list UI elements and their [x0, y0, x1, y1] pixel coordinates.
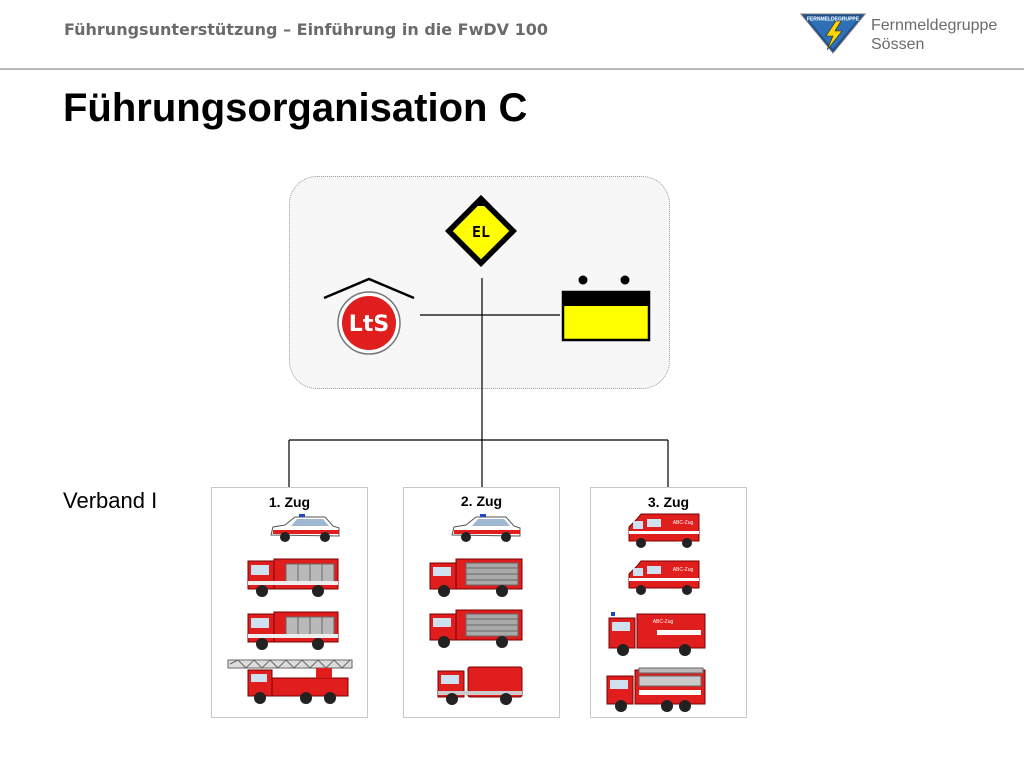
org-name-line1: Fernmeldegruppe [871, 17, 998, 34]
turntable-ladder-icon [227, 659, 353, 704]
leitstelle-sign-icon: LtS [323, 277, 415, 355]
zug-card-2: 2. Zug [403, 487, 560, 718]
lts-label: LtS [349, 312, 389, 337]
fire-engine-icon [247, 611, 339, 650]
fuehrungsunterstuetzung-sign-icon [561, 275, 651, 342]
einsatzleitung-sign-icon: EL [445, 195, 517, 267]
zug-label-3: 3. Zug [647, 494, 690, 510]
el-label: EL [472, 223, 490, 241]
tanker-truck-icon [437, 666, 523, 705]
abc-van-icon: ABC-Zug [628, 560, 700, 595]
abc-van-label: ABC-Zug [673, 567, 694, 573]
org-name: Fernmeldegruppe Sössen [871, 16, 997, 54]
decon-truck-icon [606, 667, 706, 712]
abc-van-icon: ABC-Zug [628, 513, 700, 548]
org-name-line2: Sössen [871, 36, 925, 53]
fernmeldegruppe-logo-icon: FERNMELDEGRUPPE [800, 13, 866, 54]
zug-label-2: 2. Zug [460, 493, 503, 509]
abc-van-label: ABC-Zug [673, 520, 694, 526]
zug-card-3: 3. Zug ABC-Zug ABC-Zug ABC-Zug [590, 487, 747, 718]
header-title: Führungsunterstützung – Einführung in di… [64, 20, 549, 39]
tank-fire-engine-icon [429, 558, 523, 597]
abc-truck-label: ABC-Zug [653, 619, 674, 625]
slide-title: Führungsorganisation C [63, 86, 528, 130]
command-car-icon [451, 514, 521, 542]
verband-label: Verband I [63, 488, 158, 513]
tank-fire-engine-icon [429, 609, 523, 648]
command-car-icon [270, 514, 340, 542]
abc-truck-icon: ABC-Zug [608, 612, 706, 656]
header-divider [0, 68, 1024, 70]
fire-engine-icon [247, 558, 339, 597]
zug-card-1: 1. Zug [211, 487, 368, 718]
logo-text: FERNMELDEGRUPPE [807, 17, 860, 23]
zug-label-1: 1. Zug [268, 494, 311, 510]
